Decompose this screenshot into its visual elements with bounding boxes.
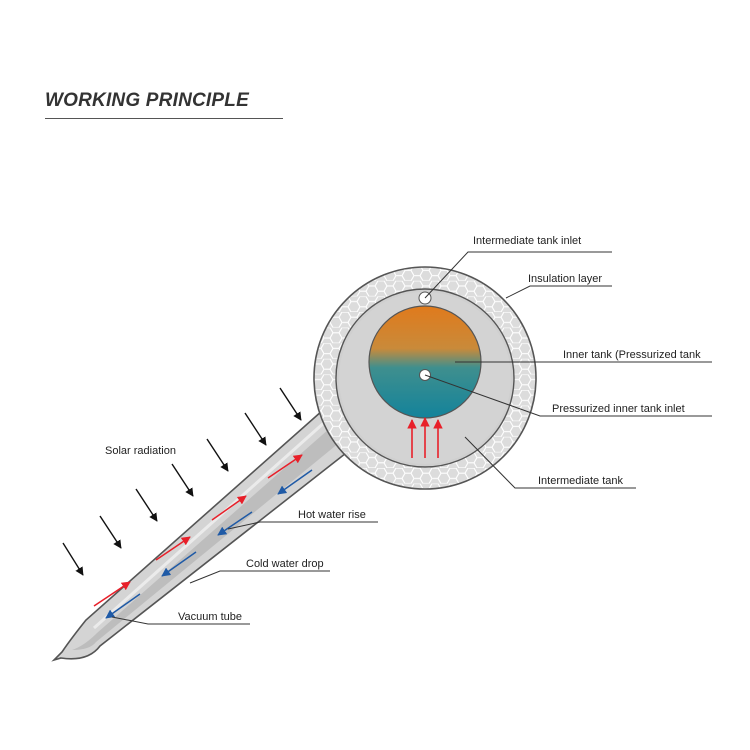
label-intermediate-tank-inlet: Intermediate tank inlet — [473, 235, 581, 247]
leader-lines — [111, 251, 712, 625]
label-inner-tank: Inner tank (Pressurized tank — [563, 349, 701, 361]
heading-block: WORKING PRINCIPLE — [45, 86, 285, 120]
label-intermediate-tank: Intermediate tank — [538, 475, 623, 487]
rising-heat-arrows — [407, 417, 443, 458]
hot-water-arrows — [93, 454, 303, 607]
title-underline — [45, 118, 283, 119]
label-pressurized-inner-tank-inlet: Pressurized inner tank inlet — [552, 403, 685, 415]
label-hot-water-rise: Hot water rise — [298, 509, 366, 521]
page-title: WORKING PRINCIPLE — [45, 90, 249, 111]
label-vacuum-tube: Vacuum tube — [178, 611, 242, 623]
label-solar-radiation: Solar radiation — [105, 445, 176, 457]
cold-water-arrows — [105, 469, 313, 619]
labels: Intermediate tank inlet Insulation layer… — [105, 235, 701, 623]
solar-radiation-arrows — [62, 387, 302, 576]
tank — [313, 266, 537, 490]
label-cold-water-drop: Cold water drop — [246, 558, 324, 570]
label-insulation-layer: Insulation layer — [528, 273, 602, 285]
